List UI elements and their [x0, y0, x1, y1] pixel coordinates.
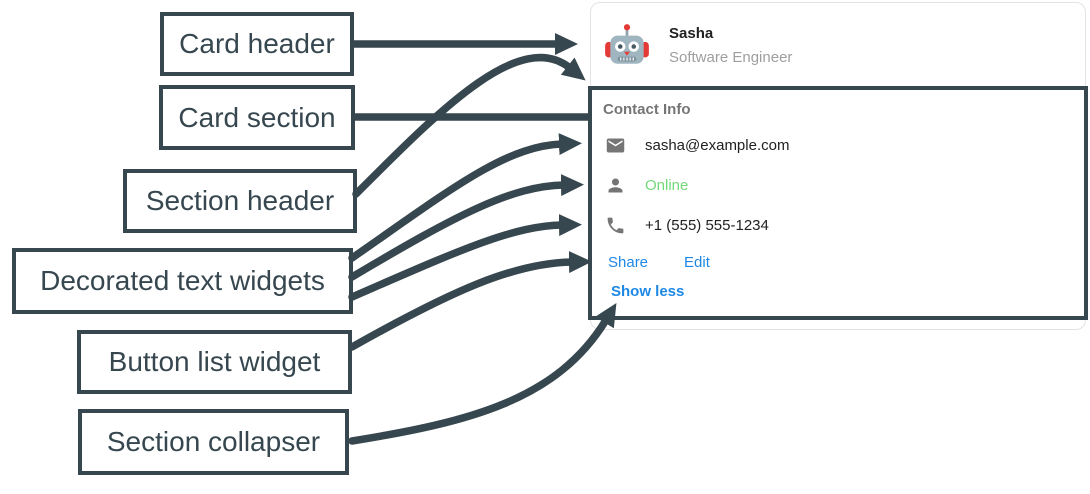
label-card-header: Card header — [160, 12, 354, 76]
phone-text: +1 (555) 555-1234 — [645, 217, 769, 234]
label-section-header: Section header — [123, 169, 357, 233]
card-header: Sasha Software Engineer — [591, 3, 1085, 87]
label-section-collapser: Section collapser — [78, 409, 349, 475]
arrow-section-header — [352, 53, 586, 198]
person-icon — [608, 178, 623, 193]
section-header: Contact Info — [603, 101, 691, 118]
show-less-collapser[interactable]: Show less — [611, 283, 685, 300]
share-button[interactable]: Share — [608, 254, 649, 271]
contact-row-email: sasha@example.com — [605, 135, 789, 156]
button-list: Share Edit — [608, 254, 710, 271]
phone-icon — [607, 217, 624, 234]
label-section-header-text: Section header — [145, 185, 335, 216]
arrow-decorated-2 — [348, 174, 584, 281]
person-role: Software Engineer — [669, 48, 793, 66]
contact-row-status: Online — [605, 175, 688, 196]
person-name: Sasha — [669, 24, 714, 42]
mail-icon — [606, 138, 625, 153]
label-button-list-widget-text: Button list widget — [108, 346, 321, 377]
card-header-text: Sasha Software Engineer — [669, 25, 792, 66]
label-decorated-text-widgets: Decorated text widgets — [12, 248, 353, 314]
label-decorated-text-widgets-text: Decorated text widgets — [40, 265, 325, 296]
arrow-button-list — [348, 251, 592, 351]
label-card-header-text: Card header — [179, 28, 335, 59]
profile-card: Sasha Software Engineer — [590, 2, 1086, 330]
label-card-section-text: Card section — [178, 101, 336, 133]
arrow-decorated-1 — [348, 133, 582, 262]
label-card-section: Card section — [159, 85, 355, 150]
robot-avatar-icon — [605, 24, 649, 64]
contact-row-phone: +1 (555) 555-1234 — [605, 215, 769, 236]
status-text: Online — [645, 177, 689, 194]
label-section-collapser-text: Section collapser — [106, 426, 321, 457]
label-button-list-widget: Button list widget — [77, 330, 352, 394]
arrow-decorated-3 — [348, 214, 582, 301]
email-text: sasha@example.com — [645, 137, 790, 154]
arrow-section-collapser — [348, 302, 617, 445]
edit-button[interactable]: Edit — [684, 254, 710, 271]
